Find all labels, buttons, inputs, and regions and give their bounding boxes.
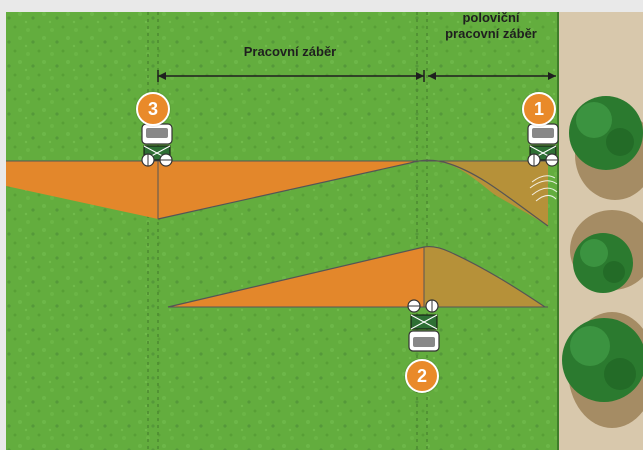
half-width-label-line1: poloviční [462, 10, 520, 25]
position-badge-2: 2 [405, 359, 439, 393]
tree-icon [569, 96, 643, 170]
half-width-area-lower [424, 246, 545, 307]
position-badge-1: 1 [522, 92, 556, 126]
tree-icon [573, 233, 633, 293]
half-width-arrow [428, 72, 556, 80]
spread-area-left [6, 161, 158, 219]
field [6, 12, 558, 450]
half-width-label: poloviční pracovní záběr [425, 10, 557, 42]
spread-curve-lower [167, 245, 546, 308]
tree-icon [562, 318, 643, 402]
working-width-arrow [157, 70, 425, 82]
working-width-label: Pracovní záběr [243, 44, 337, 59]
half-width-area [430, 161, 548, 226]
spreader-icon [407, 299, 439, 313]
spreader-icon [141, 153, 173, 167]
tractor-icon [408, 314, 440, 352]
spreader-icon [527, 153, 559, 167]
half-width-label-line2: pracovní záběr [445, 26, 537, 41]
position-badge-3: 3 [136, 92, 170, 126]
boundary-spread-fan-icon [529, 175, 558, 202]
